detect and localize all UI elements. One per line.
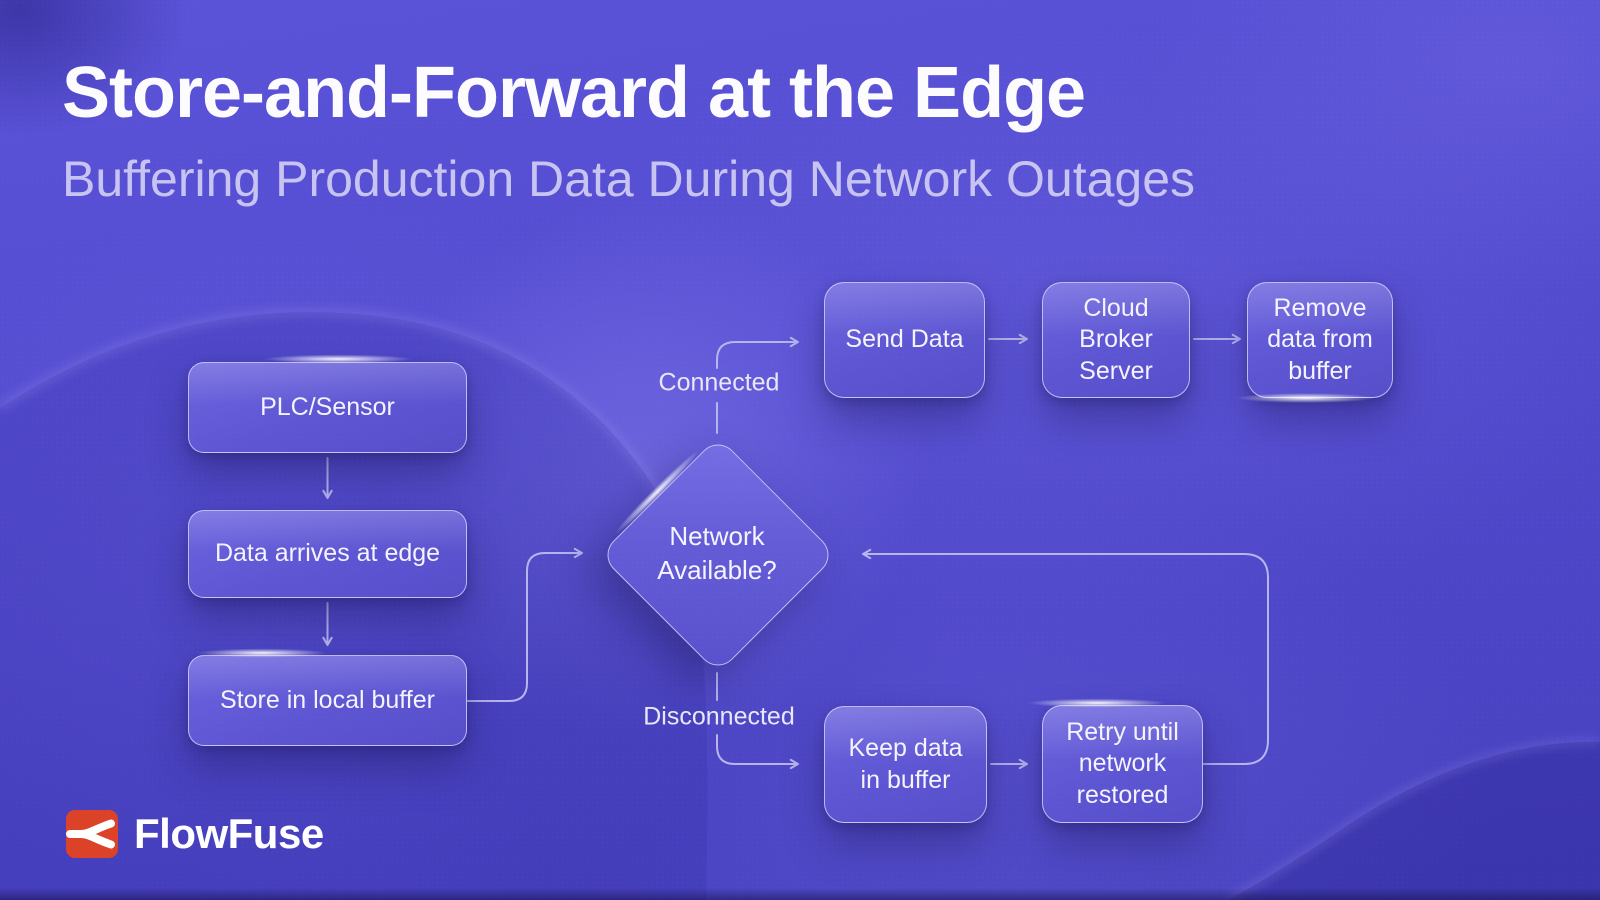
decision-label: Network Available? <box>657 521 777 585</box>
page-title: Store-and-Forward at the Edge <box>62 53 1086 133</box>
node-label: Keep data in buffer <box>848 734 963 794</box>
node-keep-data-in-buffer: Keep data in buffer <box>824 706 987 823</box>
node-plc-sensor: PLC/Sensor <box>188 362 467 453</box>
node-data-arrives-at-edge: Data arrives at edge <box>188 510 467 598</box>
node-label: Send Data <box>845 325 964 354</box>
connector-disconnected-to-keep <box>716 734 799 770</box>
page-subtitle: Buffering Production Data During Network… <box>62 151 1196 207</box>
node-label: Data arrives at edge <box>214 539 441 568</box>
node-remove-data-from-buffer: Remove data from buffer <box>1247 282 1393 398</box>
connector-connected-to-send <box>716 336 799 369</box>
flowfuse-logo-text: FlowFuse <box>134 810 324 857</box>
node-label: PLC/Sensor <box>260 392 395 421</box>
edge-label-disconnected: Disconnected <box>643 702 795 731</box>
flowfuse-logo-icon <box>66 810 118 858</box>
node-send-data: Send Data <box>824 282 985 398</box>
node-retry-until-network-restored: Retry until network restored <box>1042 705 1203 823</box>
flowfuse-logo: FlowFuse <box>66 810 324 858</box>
bottom-shade <box>0 888 1600 900</box>
node-label: Remove data from buffer <box>1267 293 1373 385</box>
node-label: Retry until network restored <box>1066 717 1179 809</box>
node-label: Cloud Broker Server <box>1079 293 1153 385</box>
node-label: Store in local buffer <box>220 685 435 714</box>
connector-buffer-to-decision <box>466 547 583 702</box>
edge-label-connected: Connected <box>658 368 780 397</box>
node-cloud-broker-server: Cloud Broker Server <box>1042 282 1190 398</box>
node-store-in-local-buffer: Store in local buffer <box>188 655 467 746</box>
